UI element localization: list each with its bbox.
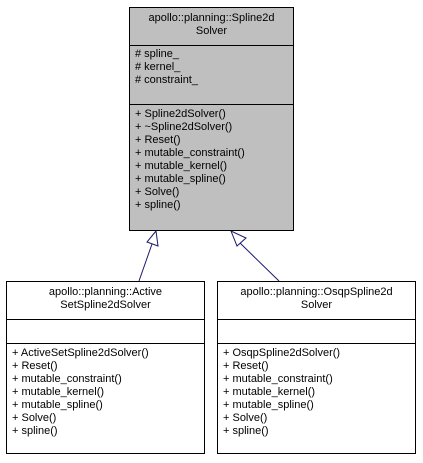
method: + Solve() (12, 412, 57, 424)
divider (218, 343, 415, 344)
inheritance-arrowhead (230, 230, 247, 247)
edge-osqp-to-base (230, 230, 280, 282)
derived-class-box-activeset: apollo::planning::Active SetSpline2dSolv… (6, 281, 205, 454)
divider (130, 45, 293, 46)
method: + Reset() (223, 360, 269, 372)
base-class-title: apollo::planning::Spline2d Solver (130, 8, 293, 46)
base-class-box: apollo::planning::Spline2d Solver # spli… (129, 7, 294, 231)
inheritance-arrowhead (146, 229, 159, 247)
method: + mutable_constraint() (223, 373, 333, 385)
method: + mutable_constraint() (12, 373, 122, 385)
attribute: # kernel_ (135, 61, 181, 73)
derived-class-title: apollo::planning::Active SetSpline2dSolv… (7, 282, 204, 320)
method: + mutable_spline() (135, 173, 226, 185)
title-line: apollo::planning::Spline2d (148, 12, 275, 24)
derived-class-box-osqp: apollo::planning::OsqpSpline2d Solver + … (217, 281, 416, 454)
method: + mutable_constraint() (135, 147, 245, 159)
method: + ~Spline2dSolver() (135, 121, 233, 133)
method: + Spline2dSolver() (135, 108, 226, 120)
divider (7, 319, 204, 320)
method: + Reset() (12, 360, 58, 372)
method: + ActiveSetSpline2dSolver() (12, 347, 149, 359)
edge-activeset-to-base (138, 229, 159, 282)
method: + OsqpSpline2dSolver() (223, 347, 341, 359)
method: + mutable_spline() (223, 399, 314, 411)
method: + spline() (12, 425, 58, 437)
attribute: # constraint_ (135, 74, 198, 86)
method: + mutable_kernel() (135, 160, 228, 172)
divider (7, 343, 204, 344)
method: + mutable_spline() (12, 399, 103, 411)
attribute: # spline_ (135, 48, 180, 60)
divider (130, 104, 293, 105)
title-line: Solver (195, 25, 228, 37)
method: + Solve() (223, 412, 268, 424)
method: + spline() (135, 199, 181, 211)
base-class-attributes: # spline_ # kernel_ # constraint_ (130, 48, 293, 87)
method: + spline() (223, 425, 269, 437)
method: + Solve() (135, 186, 180, 198)
derived-class-title: apollo::planning::OsqpSpline2d Solver (218, 282, 415, 320)
title-line: SetSpline2dSolver (60, 299, 151, 311)
divider (218, 319, 415, 320)
method: + Reset() (135, 134, 181, 146)
method: + mutable_kernel() (12, 386, 105, 398)
title-line: Solver (300, 299, 333, 311)
title-line: apollo::planning::OsqpSpline2d (240, 286, 393, 298)
method: + mutable_kernel() (223, 386, 316, 398)
title-line: apollo::planning::Active (48, 286, 163, 298)
derived-class-methods: + OsqpSpline2dSolver() + Reset() + mutab… (218, 347, 415, 438)
derived-class-methods: + ActiveSetSpline2dSolver() + Reset() + … (7, 347, 204, 438)
base-class-methods: + Spline2dSolver() + ~Spline2dSolver() +… (130, 108, 293, 212)
